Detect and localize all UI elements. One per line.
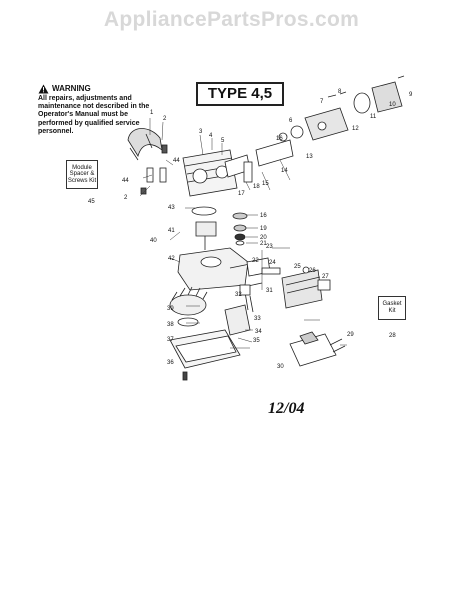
callout-17: 17 [238,191,245,197]
callout-2b: 2 [124,195,128,201]
callout-10: 10 [389,102,396,108]
gasket-parts [224,139,294,183]
callout-19: 19 [260,226,267,232]
module-kit-box: Module Spacer & Screws Kit [66,160,98,189]
callout-37: 37 [167,337,174,343]
callout-5: 5 [221,138,225,144]
callout-24: 24 [269,260,276,266]
warning-triangle-icon [38,84,49,94]
callout-26: 26 [309,268,316,274]
crankcase-part [177,247,251,291]
callout-25: 25 [294,264,301,270]
callout-22: 22 [252,258,259,264]
callout-9: 9 [409,92,413,98]
callout-15: 15 [262,181,269,187]
callout-33: 33 [254,316,261,322]
callout-39: 39 [167,306,174,312]
warning-title: WARNING [52,83,91,93]
callout-40: 40 [150,238,157,244]
flywheel-part [169,286,208,327]
callout-labels: 1 2 2 3 4 5 6 7 8 9 10 11 12 13 14 15 16… [122,89,413,370]
callout-27: 27 [322,274,329,280]
callout-18: 18 [253,184,260,190]
callout-44a: 44 [122,178,129,184]
module-kit-number: 45 [88,199,95,205]
callout-30: 30 [277,364,284,370]
type-label: TYPE 4,5 [196,82,284,106]
callout-21: 21 [260,241,267,247]
callout-1: 1 [150,110,154,116]
module-kit-label: Module Spacer & Screws Kit [67,164,97,184]
muffler-shield-part [289,331,346,367]
callout-29: 29 [347,332,354,338]
watermark: AppliancePartsPros.com [103,8,360,31]
callout-20: 20 [260,235,267,241]
callout-7: 7 [320,99,324,105]
callout-42: 42 [168,256,175,262]
callout-2a: 2 [163,116,167,122]
manifold-part [127,128,163,161]
cylinder-part [182,149,238,197]
stud-parts [140,144,168,195]
gasket-kit-box: Gasket Kit [378,296,406,320]
callout-16: 16 [276,136,283,142]
callout-35: 35 [253,338,260,344]
leader-lines [139,118,347,349]
callout-34: 34 [255,329,262,335]
callout-44b: 44 [173,158,180,164]
muffler-part [281,266,331,309]
callout-14: 14 [281,168,288,174]
callout-41: 41 [168,228,175,234]
callout-3: 3 [199,129,203,135]
gasket-kit-number: 28 [389,333,396,339]
callout-43: 43 [168,205,175,211]
fuel-tank-part [169,329,241,381]
piston-part [191,206,248,250]
callout-11: 11 [370,114,377,120]
callout-4: 4 [209,133,213,139]
warning-notice: WARNING All repairs, adjustments and mai… [38,84,156,136]
warning-body: All repairs, adjustments and maintenance… [38,95,150,135]
callout-23: 23 [266,244,273,250]
carburetor-part [278,91,349,142]
air-filter-part [353,75,405,114]
callout-32: 32 [235,292,242,298]
callout-31: 31 [266,288,273,294]
callout-8: 8 [338,89,342,95]
callout-13: 13 [306,154,313,160]
crankshaft-parts [246,257,281,287]
callout-12: 12 [352,126,359,132]
callout-38: 38 [167,322,174,328]
callout-6: 6 [289,118,293,124]
callout-36: 36 [167,360,174,366]
callout-16b: 16 [260,213,267,219]
gasket-kit-label: Gasket Kit [382,301,402,314]
date-stamp: 12/04 [268,400,305,417]
